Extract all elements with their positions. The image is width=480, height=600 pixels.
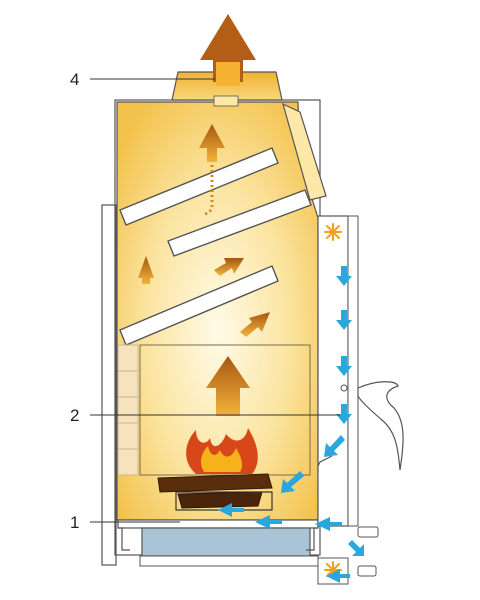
callout-number-1: 1 [70,513,79,532]
air-intake-icon [324,223,342,241]
return-flow-channel [203,150,214,216]
air-flow-arrows [218,266,364,583]
top-deflector-bracket [282,102,327,201]
exhaust-arrow [200,14,256,82]
air-wash-channel [317,215,359,585]
hot-gas-flow-arrows [138,124,270,416]
door-hinges [357,526,379,577]
callout-2: 2 [70,406,340,425]
callout-number-4: 4 [70,70,79,89]
air-control-lever [317,455,333,467]
baffle-plates [119,147,312,346]
fuel-logs [157,473,273,511]
callout-4: 4 [70,70,215,89]
callout-1: 1 [70,513,180,532]
callout-number-2: 2 [70,406,79,425]
door-handle [357,381,404,471]
flame-icon [186,428,258,474]
ash-pan [117,519,319,567]
firebrick-lining [117,344,311,476]
